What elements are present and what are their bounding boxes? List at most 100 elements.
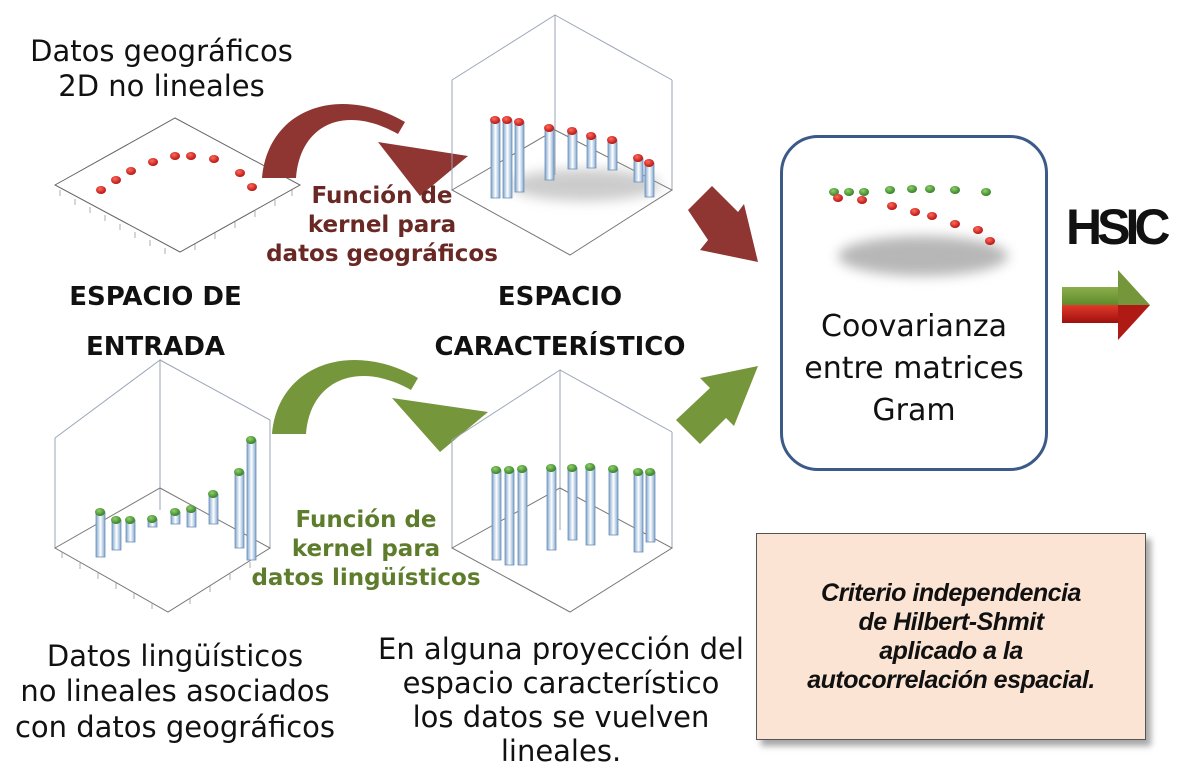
data-point	[885, 186, 895, 194]
data-point	[111, 516, 121, 524]
gram-plot	[829, 185, 1008, 276]
feature-bar	[645, 471, 656, 543]
feature-bar	[208, 493, 219, 525]
data-point	[502, 116, 512, 124]
feature-bar	[608, 468, 619, 536]
data-point	[645, 468, 655, 476]
data-point	[148, 158, 158, 166]
feature-bar	[544, 127, 555, 181]
data-point	[887, 202, 897, 210]
hsic-criterion-text: Criterio independencia de Hilbert-Shmit …	[807, 579, 1095, 695]
data-point	[927, 212, 937, 220]
data-point	[209, 155, 219, 163]
feature-bar	[504, 469, 515, 566]
ling-kernel-arrow	[272, 360, 488, 452]
data-point	[95, 508, 105, 516]
gram-line: Coovarianza	[821, 309, 1007, 344]
data-point	[544, 124, 554, 132]
feature-bar	[111, 519, 122, 551]
criterion-line: de Hilbert-Shmit	[858, 607, 1044, 636]
data-point	[608, 465, 618, 473]
title-line: 2D no lineales	[58, 69, 265, 104]
feature-bar	[95, 511, 106, 558]
heading-line: CARACTERÍSTICO	[434, 332, 686, 362]
title-line: con datos geográficos	[14, 709, 336, 744]
feature-bar	[585, 466, 596, 546]
gram-points	[829, 185, 995, 245]
data-point	[490, 116, 500, 124]
data-point	[517, 465, 527, 473]
ling-feature-bars	[491, 463, 656, 566]
geo-feature-bars	[490, 116, 655, 199]
hsic-arrow	[1062, 270, 1150, 340]
data-point	[567, 464, 577, 472]
data-point	[859, 188, 869, 196]
data-point	[186, 152, 196, 160]
feature-bar	[502, 119, 513, 199]
projection-note: En alguna proyección del espacio caracte…	[366, 632, 756, 769]
data-point	[567, 127, 577, 135]
feature-bar	[517, 468, 528, 566]
gram-box-text: Coovarianza entre matrices Gram	[783, 306, 1045, 432]
data-point	[907, 185, 917, 193]
geo-to-gram-arrow	[688, 186, 758, 262]
kernel-line: datos geográficos	[266, 240, 498, 267]
data-point	[96, 186, 106, 194]
heading-line: ESPACIO DE	[69, 282, 242, 312]
ling-input-plot	[53, 359, 271, 613]
data-point	[844, 188, 854, 196]
geo-feature-plot	[450, 14, 674, 256]
data-point	[607, 136, 617, 144]
input-space-label: ESPACIO DE ENTRADA	[28, 272, 283, 372]
data-point	[186, 505, 196, 513]
data-point	[981, 188, 991, 196]
data-point	[170, 152, 180, 160]
gram-line: Gram	[872, 393, 956, 428]
data-point	[586, 132, 596, 140]
data-point	[950, 186, 960, 194]
kernel-ling-label: Función de kernel para datos lingüístico…	[236, 506, 496, 592]
hsic-label: HSIC	[1066, 199, 1170, 255]
feature-bar	[586, 135, 597, 169]
data-point	[973, 226, 983, 234]
feature-bar	[514, 121, 525, 193]
title-line: Datos lingüísticos	[46, 639, 304, 673]
data-point	[247, 183, 257, 191]
data-point	[910, 208, 920, 216]
data-point	[170, 508, 180, 516]
feature-bar	[607, 139, 618, 171]
feature-bar	[633, 471, 644, 553]
data-point	[147, 515, 157, 523]
data-point	[644, 159, 654, 167]
kernel-line: Función de	[295, 507, 437, 533]
kernel-line: kernel para	[291, 535, 441, 562]
data-point	[829, 188, 839, 196]
data-point	[857, 196, 867, 204]
data-point	[985, 237, 995, 245]
kernel-line: Función de	[311, 183, 453, 209]
title-line: Datos geográficos	[30, 34, 293, 68]
kernel-geo-label: Función de kernel para datos geográficos	[262, 182, 502, 268]
data-point	[925, 185, 935, 193]
heading-line: ESPACIO	[497, 282, 623, 312]
feature-bar	[644, 162, 655, 198]
data-point	[246, 436, 256, 444]
feature-bar	[567, 467, 578, 541]
data-point	[234, 468, 244, 476]
note-line: lineales.	[500, 733, 622, 768]
ling-to-gram-arrow	[676, 366, 758, 444]
heading-line: ENTRADA	[85, 332, 226, 362]
data-point	[585, 463, 595, 471]
gram-matrix-box: Coovarianza entre matrices Gram	[780, 135, 1048, 471]
geo-kernel-arrow	[262, 104, 468, 196]
data-point	[491, 466, 501, 474]
geo-data-title: Datos geográficos 2D no lineales	[14, 34, 309, 105]
ling-input-bars	[95, 436, 257, 561]
ling-data-title: Datos lingüísticos no lineales asociados…	[5, 639, 345, 745]
data-point	[504, 466, 514, 474]
data-point	[950, 220, 960, 228]
note-line: espacio característico	[402, 665, 720, 700]
data-point	[126, 167, 136, 175]
data-point	[208, 490, 218, 498]
